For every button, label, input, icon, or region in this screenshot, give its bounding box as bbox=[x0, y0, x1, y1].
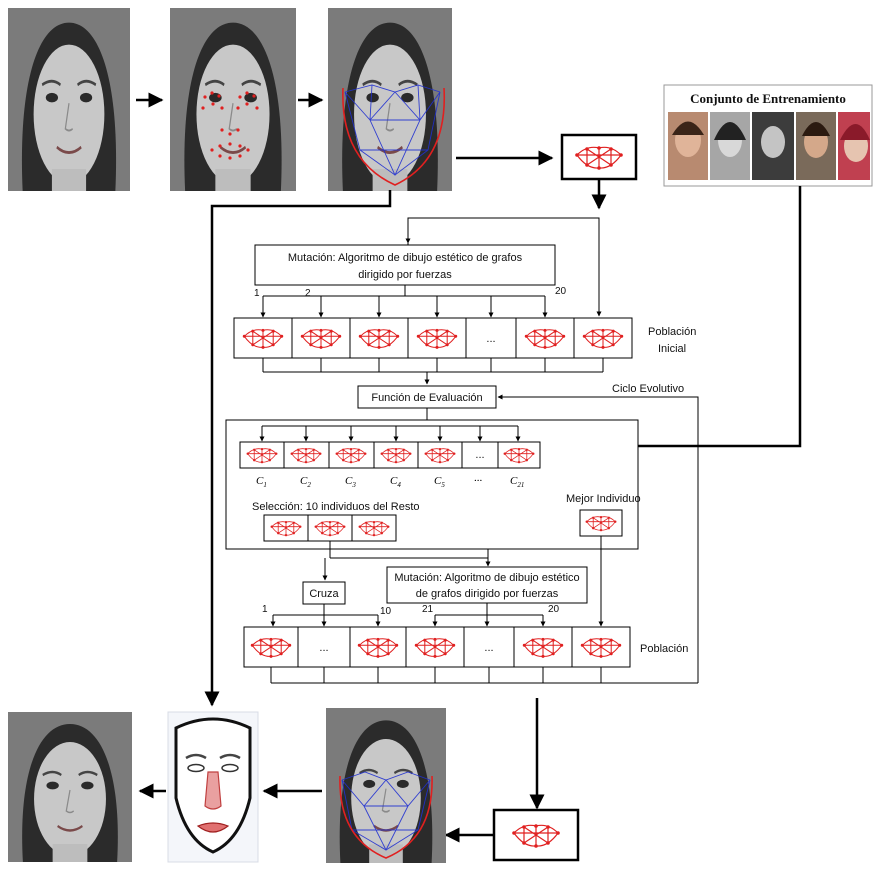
crossover-label: Cruza bbox=[309, 588, 339, 600]
candidate-labels: C1 C2 C3 C4 C5 ... C21 bbox=[256, 472, 524, 489]
face-photo-mesh-top bbox=[326, 6, 454, 193]
arrow-training-to-evaluation bbox=[564, 186, 802, 454]
population-row: ... ... bbox=[243, 626, 631, 668]
initial-population-label-2: Inicial bbox=[658, 343, 686, 355]
arrow-to-reconstruction bbox=[204, 190, 392, 707]
evaluation-box: Función de Evaluación bbox=[357, 385, 497, 409]
population-ellipsis-1: ... bbox=[319, 642, 328, 654]
face-photo-mesh-bottom bbox=[324, 706, 448, 865]
training-set-panel: Conjunto de Entrenamiento bbox=[663, 84, 873, 187]
candidate-label-c2: C2 bbox=[300, 475, 311, 489]
candidate-row: ... bbox=[239, 441, 541, 469]
selection-row bbox=[263, 514, 397, 542]
mutation-box-bottom: Mutación: Algoritmo de dibujo estético d… bbox=[386, 566, 588, 604]
initial-index-2: 2 bbox=[305, 288, 311, 299]
mutation-top-line2: dirigido por fuerzas bbox=[358, 269, 452, 281]
mouth-graph-extracted bbox=[560, 133, 638, 181]
face-photo-original-bottom bbox=[6, 710, 134, 864]
initial-ellipsis: ... bbox=[486, 333, 495, 345]
mutation-bottom-line2: de grafos dirigido por fuerzas bbox=[416, 588, 559, 600]
evaluation-label: Función de Evaluación bbox=[371, 392, 482, 404]
best-label: Mejor Individuo bbox=[566, 493, 641, 505]
candidate-label-c4: C4 bbox=[390, 475, 401, 489]
population-index-20: 20 bbox=[548, 604, 560, 615]
training-face-2 bbox=[710, 112, 750, 180]
candidate-ellipsis: ... bbox=[475, 449, 484, 461]
crossover-box: Cruza bbox=[302, 581, 346, 605]
collector-initial bbox=[262, 358, 604, 385]
population-label: Población bbox=[640, 643, 688, 655]
population-index-21: 21 bbox=[422, 604, 434, 615]
training-face-3 bbox=[752, 112, 794, 180]
mutation-bottom-line1: Mutación: Algoritmo de dibujo estético bbox=[394, 572, 579, 584]
candidate-label-c21: C21 bbox=[510, 475, 524, 489]
mouth-graph-final bbox=[492, 808, 580, 862]
mutation-box-top: Mutación: Algoritmo de dibujo estético d… bbox=[254, 244, 556, 286]
candidate-label-c3: C3 bbox=[345, 475, 356, 489]
candidate-label-c1: C1 bbox=[256, 475, 267, 489]
face-photo-landmarks bbox=[168, 6, 298, 193]
selection-label: Selección: 10 individuos del Resto bbox=[252, 501, 420, 513]
mutation-top-line1: Mutación: Algoritmo de dibujo estético d… bbox=[288, 252, 523, 264]
training-set-title: Conjunto de Entrenamiento bbox=[690, 91, 846, 106]
cycle-label: Ciclo Evolutivo bbox=[612, 383, 684, 395]
initial-index-1: 1 bbox=[254, 288, 260, 299]
population-ellipsis-2: ... bbox=[484, 642, 493, 654]
training-face-4 bbox=[796, 112, 836, 180]
initial-index-20: 20 bbox=[555, 286, 567, 297]
candidate-label-c5: C5 bbox=[434, 475, 445, 489]
population-index-1: 1 bbox=[262, 604, 268, 615]
training-face-1 bbox=[668, 112, 708, 180]
training-face-5 bbox=[838, 112, 870, 180]
collector-population bbox=[270, 667, 698, 684]
face-photo-original-top bbox=[6, 6, 132, 193]
best-individual bbox=[579, 509, 623, 537]
initial-population-label-1: Población bbox=[648, 326, 696, 338]
cycle-loop-top bbox=[498, 396, 699, 683]
caricature-drawing bbox=[167, 711, 259, 863]
initial-population-row: ... bbox=[233, 317, 633, 359]
connector-initial bbox=[407, 217, 600, 312]
candidate-label-ellipsis: ... bbox=[474, 472, 483, 484]
population-index-10: 10 bbox=[380, 606, 392, 617]
